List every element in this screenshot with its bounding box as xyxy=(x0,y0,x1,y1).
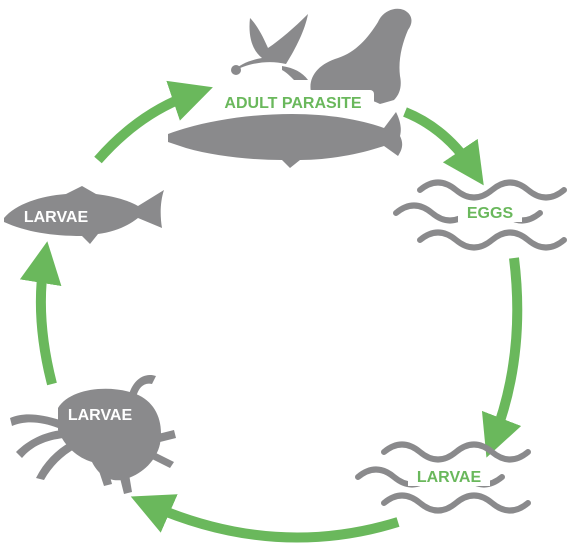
arrow-adult-to-eggs xyxy=(405,112,472,168)
stage-eggs: EGGS xyxy=(396,183,564,248)
stage-larvae-crustacean: LARVAE xyxy=(10,375,176,494)
arrow-crustacean-to-fish xyxy=(41,262,52,384)
pike-fish-icon xyxy=(168,112,402,168)
adult-parasite-label: ADULT PARASITE xyxy=(224,95,362,112)
larvae-crustacean-label: LARVAE xyxy=(68,407,133,424)
arrow-larvae-water-to-crustacean xyxy=(150,505,398,538)
crustacean-icon xyxy=(10,375,176,494)
stage-larvae-fish: LARVAE xyxy=(4,186,164,244)
larvae-fish-label: LARVAE xyxy=(24,209,89,226)
arrow-eggs-to-larvae-water xyxy=(494,258,517,438)
arrow-fish-to-adult xyxy=(98,94,193,160)
seal-icon xyxy=(310,9,411,104)
seabird-icon xyxy=(231,14,308,80)
adult-parasite-label-group: ADULT PARASITE xyxy=(212,90,374,114)
stage-adult-parasite xyxy=(168,9,411,168)
stage-larvae-water: LARVAE xyxy=(358,445,528,511)
larvae-water-label: LARVAE xyxy=(417,469,482,486)
eggs-label: EGGS xyxy=(467,205,514,222)
